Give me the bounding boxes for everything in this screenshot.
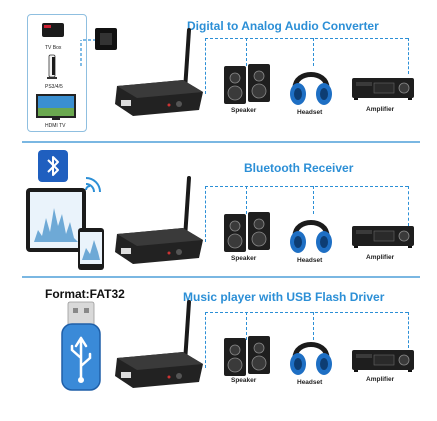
format-label: Format:FAT32 xyxy=(45,287,125,301)
section-divider xyxy=(22,276,420,278)
output-label-amplifier: Amplifier xyxy=(366,106,395,113)
connector-line xyxy=(205,312,206,368)
converter-device-icon xyxy=(115,176,203,264)
connector-line xyxy=(205,312,408,313)
connector-line xyxy=(408,312,409,348)
output-label-speaker: Speaker xyxy=(231,107,257,114)
tv-box-icon xyxy=(42,23,64,37)
optical-cable-icon xyxy=(80,28,117,66)
tablet-icon xyxy=(26,188,86,252)
connector-line xyxy=(246,312,247,340)
output-label-speaker: Speaker xyxy=(231,255,257,262)
connector-line xyxy=(408,186,409,226)
amplifier-icon xyxy=(352,226,414,248)
source-label-console: PS3/4/5 xyxy=(45,84,63,90)
amplifier-icon xyxy=(352,78,414,100)
headset-icon xyxy=(290,342,332,375)
output-label-headset: Headset xyxy=(297,379,323,386)
output-label-headset: Headset xyxy=(297,257,323,264)
section-title-bluetooth: Bluetooth Receiver xyxy=(244,161,354,175)
connector-line xyxy=(205,186,206,242)
connector-line xyxy=(205,38,206,94)
section-title-usb: Music player with USB Flash Driver xyxy=(183,290,385,304)
amplifier-icon xyxy=(352,350,414,372)
speaker-icon xyxy=(224,64,270,104)
connector-line xyxy=(205,38,408,39)
source-devices-panel: TV Box PS3/4/5 HDMI TV xyxy=(27,14,87,132)
game-console-icon xyxy=(47,54,57,79)
output-label-amplifier: Amplifier xyxy=(366,376,395,383)
connector-line xyxy=(313,38,314,66)
source-label-tv-box: TV Box xyxy=(45,45,62,51)
headset-icon xyxy=(290,72,332,105)
connector-line xyxy=(246,186,247,214)
source-label-hdmi-tv: HDMI TV xyxy=(45,123,66,129)
wireless-signal-icon xyxy=(85,177,101,193)
connector-line xyxy=(408,38,409,74)
connector-line xyxy=(205,186,408,187)
section-title-dac: Digital to Analog Audio Converter xyxy=(187,19,379,33)
converter-device-icon xyxy=(115,28,203,116)
bluetooth-icon xyxy=(38,150,68,182)
speaker-icon xyxy=(224,336,270,376)
converter-device-icon xyxy=(115,300,203,388)
tv-screen-icon xyxy=(36,94,76,120)
connector-line xyxy=(246,38,247,66)
headset-icon xyxy=(290,220,332,253)
connector-line xyxy=(313,186,314,214)
output-label-headset: Headset xyxy=(297,109,323,116)
output-label-amplifier: Amplifier xyxy=(366,254,395,261)
smartphone-icon xyxy=(78,228,104,270)
section-divider xyxy=(22,141,420,143)
speaker-icon xyxy=(224,212,270,252)
connector-line xyxy=(313,312,314,340)
output-label-speaker: Speaker xyxy=(231,377,257,384)
usb-flash-drive-icon xyxy=(61,301,101,391)
